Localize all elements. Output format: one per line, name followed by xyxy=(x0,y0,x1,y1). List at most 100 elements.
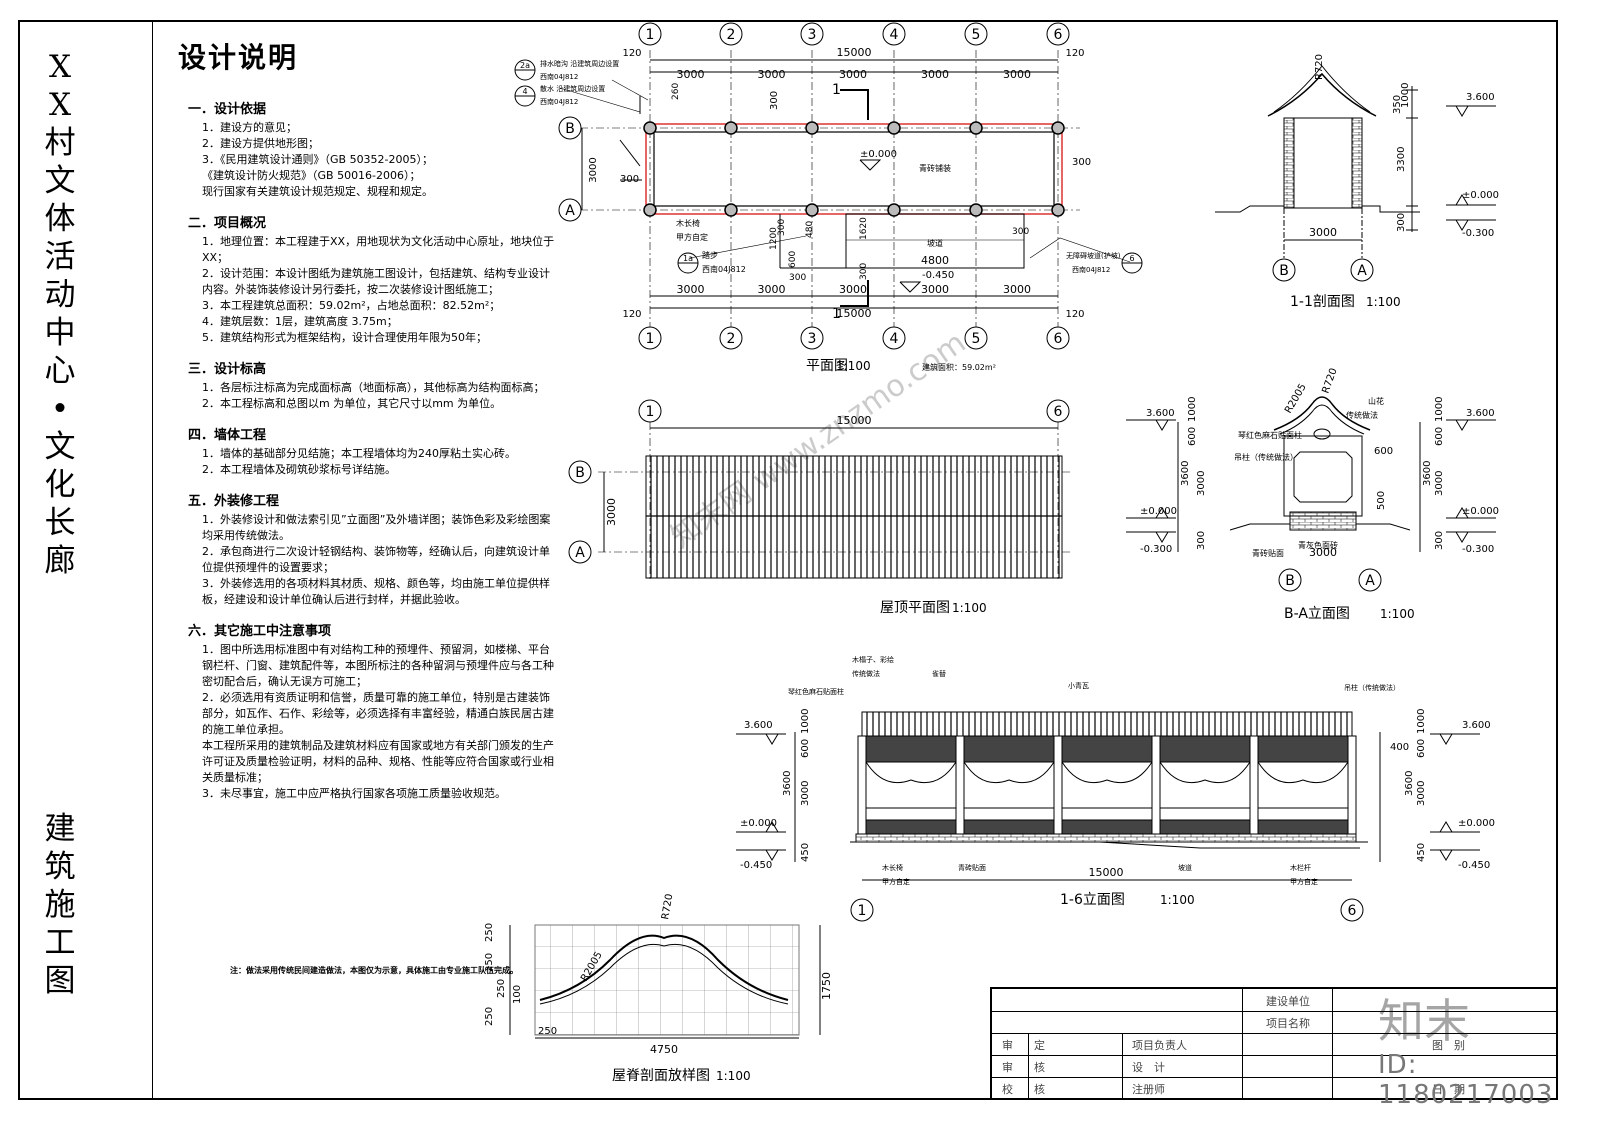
plan-d300-a: 300 xyxy=(777,219,787,236)
eba-label-4: 青砖贴面 xyxy=(1252,548,1284,558)
plan-column xyxy=(724,203,738,217)
plan-column xyxy=(805,203,819,217)
eba-d3000: 3000 xyxy=(1196,471,1207,496)
title-char: 文 xyxy=(44,429,76,465)
sec11-d300: 300 xyxy=(1396,213,1407,232)
elevation-column xyxy=(857,735,867,835)
e16-d3000-r: 3000 xyxy=(1416,781,1427,806)
axis-bubble xyxy=(882,326,906,350)
notes-line: 2．设计范围：本设计图纸为建筑施工图设计，包括建筑、结构专业设计内容。外装饰装修… xyxy=(202,267,550,296)
eba-e0-right: ±0.000 xyxy=(1462,506,1499,517)
e16-label-5: 小青瓦 xyxy=(1068,681,1089,690)
bay-dim: 3000 xyxy=(921,68,949,81)
elevation-column xyxy=(1347,735,1357,835)
drawing-type: 建筑施工图 xyxy=(35,810,85,1000)
roof-plan xyxy=(598,422,1070,582)
plan-column xyxy=(969,203,983,217)
plan-dimensions: 15000 15000 120 120 120 120 3000 300 300… xyxy=(540,46,1121,374)
e16-label-3: 传统做法 xyxy=(852,669,880,678)
axis-bubble xyxy=(719,326,743,350)
elevation-b-a xyxy=(1126,396,1496,552)
subtitle-char: 工 xyxy=(44,925,76,961)
notes-section-heading: 五．外装修工程 xyxy=(188,494,280,509)
plan-ref-right-b: 西南04J812 xyxy=(1072,265,1110,274)
bracket-arch xyxy=(1061,761,1153,784)
bay-dim: 3000 xyxy=(677,68,705,81)
axis-label: 2 xyxy=(727,27,736,43)
plan-elev-m045: -0.450 xyxy=(922,270,954,281)
plan-index-2a: 2a xyxy=(520,61,530,70)
notes-line: 1．各层标注标高为完成面标高（地面标高），其他标高为结构面标高； xyxy=(202,381,545,394)
eba-d500: 500 xyxy=(1376,491,1387,510)
axis-bubble xyxy=(882,22,906,46)
notes-line: 1．墙体的基础部分见结施；本工程墙体均为240厚粘土实心砖。 xyxy=(202,447,516,460)
plan-d260: 260 xyxy=(671,83,681,100)
title-block-cell: 注册师 xyxy=(1132,1083,1165,1096)
roof-caption: 屋顶平面图 xyxy=(880,600,950,616)
title-block-cell: 核 xyxy=(1034,1083,1045,1096)
axis-label: 5 xyxy=(972,331,981,347)
title-block-rule xyxy=(992,1033,1558,1034)
plan-ref-right: 无障碍坡道(护坡) xyxy=(1066,251,1121,260)
title-block-rule xyxy=(992,1055,1558,1056)
sec11-em03: -0.300 xyxy=(1462,228,1494,239)
plan-letter-bubbles: BA xyxy=(558,116,582,222)
eba-d1000: 1000 xyxy=(1187,397,1198,422)
e16-e0-right: ±0.000 xyxy=(1458,818,1495,829)
sec11-e0: ±0.000 xyxy=(1462,190,1499,201)
plan-ref-left-1b: 西南04J812 xyxy=(540,72,578,81)
axis-label: 6 xyxy=(1054,331,1063,347)
e16-d450-r: 450 xyxy=(1416,843,1427,862)
eba-scale: 1:100 xyxy=(1380,607,1415,621)
floor-plan xyxy=(559,50,1131,340)
title-block-cell: 项目名称 xyxy=(1266,1017,1310,1030)
e16-label-7: 木长椅 xyxy=(882,863,903,872)
sec11-axis-b: B xyxy=(1279,263,1289,279)
e16-total: 15000 xyxy=(1089,866,1124,879)
e16-label-10: 坡道 xyxy=(1178,863,1192,872)
axis-bubble xyxy=(719,22,743,46)
plan-edge-top-left: 120 xyxy=(622,48,641,59)
title-block: 建设单位项目名称审定项目负责人审核设 计校核注册师图 别日 期 xyxy=(990,987,1558,1100)
sec11-d1000: 1000 xyxy=(1400,83,1411,108)
roof-scale: 1:100 xyxy=(952,601,987,615)
title-char: 化 xyxy=(44,467,76,503)
sec11-width: 3000 xyxy=(1309,226,1337,239)
plan-d300-col: 300 xyxy=(769,91,780,110)
axis-bubble xyxy=(1046,22,1070,46)
eba-width: 3000 xyxy=(1309,546,1337,559)
plan-column xyxy=(643,203,657,217)
bay-dim: 3000 xyxy=(677,283,705,296)
plan-d1620: 1620 xyxy=(859,217,869,240)
notes-line: 2．本工程墙体及砌筑砂浆标号详结施。 xyxy=(202,463,396,476)
e16-axis-6: 6 xyxy=(1348,903,1357,919)
notes-line: 3．未尽事宜，施工中应严格执行国家各项施工质量验收规范。 xyxy=(202,787,506,800)
section-1-1 xyxy=(1215,65,1496,258)
plan-d300-b: 300 xyxy=(789,273,806,283)
e16-d3600: 3600 xyxy=(782,771,793,796)
title-block-cell: 设 计 xyxy=(1132,1061,1165,1074)
e16-label-4: 雀替 xyxy=(932,669,946,678)
axis-bubble xyxy=(964,326,988,350)
plan-area-note: 建筑面积：59.02m² xyxy=(922,362,996,372)
plan-columns xyxy=(643,121,1065,217)
plan-ramp-length: 4800 xyxy=(921,254,949,267)
ridge-scale: 1:100 xyxy=(716,1069,751,1083)
eba-d3600: 3600 xyxy=(1180,461,1191,486)
title-block-cell: 图 别 xyxy=(1432,1039,1465,1052)
e16-e3600-left: 3.600 xyxy=(744,720,773,731)
e16-label-11: 木栏杆 xyxy=(1290,863,1311,872)
eba-e3600-left: 3.600 xyxy=(1146,408,1175,419)
bracket-arch xyxy=(1257,761,1349,784)
title-block-rule xyxy=(1028,1033,1029,1100)
title-char: 村 xyxy=(44,125,76,161)
e16-caption: 1-6立面图 xyxy=(1060,892,1125,908)
sec11-axis-a: A xyxy=(1357,263,1367,279)
title-block-cell: 定 xyxy=(1034,1039,1045,1052)
watermark-brand: 知末 xyxy=(1378,994,1470,1048)
